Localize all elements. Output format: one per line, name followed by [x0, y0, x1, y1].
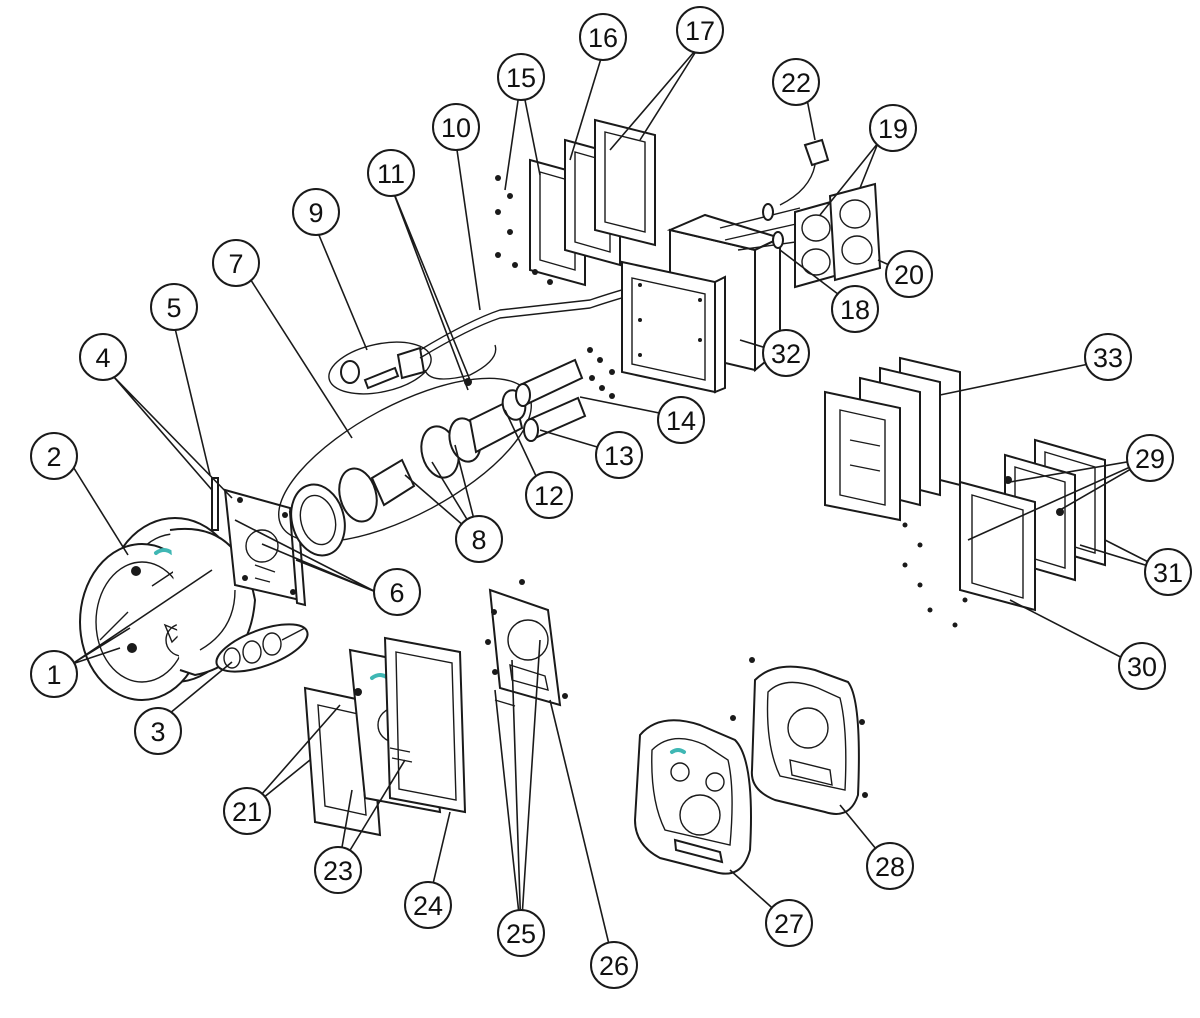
callout-23-label: 23 [323, 856, 353, 886]
callout-14: 14 [657, 396, 705, 444]
callout-10: 10 [432, 103, 480, 151]
callout-4: 4 [79, 333, 127, 381]
callout-1: 1 [30, 650, 78, 698]
callout-6: 6 [373, 568, 421, 616]
callout-3: 3 [134, 707, 182, 755]
callout-27-label: 27 [774, 909, 804, 939]
callout-31-label: 31 [1153, 558, 1183, 588]
callout-18: 18 [831, 285, 879, 333]
callout-5-label: 5 [166, 293, 181, 323]
callout-19: 19 [869, 104, 917, 152]
callout-11: 11 [367, 149, 415, 197]
callout-1-label: 1 [46, 660, 61, 690]
callout-17-label: 17 [685, 16, 715, 46]
callout-23: 23 [314, 846, 362, 894]
callout-30: 30 [1118, 642, 1166, 690]
callout-31: 31 [1144, 548, 1192, 596]
callout-15-label: 15 [506, 63, 536, 93]
callout-13: 13 [595, 431, 643, 479]
callout-25: 25 [497, 909, 545, 957]
callout-26-label: 26 [599, 951, 629, 981]
callout-18-label: 18 [840, 295, 870, 325]
callout-9: 9 [292, 188, 340, 236]
callout-16: 16 [579, 13, 627, 61]
callout-7: 7 [212, 239, 260, 287]
flexible-bellows-part-33 [824, 356, 961, 522]
callout-13-label: 13 [604, 441, 634, 471]
callout-3-label: 3 [150, 717, 165, 747]
callout-21-label: 21 [232, 797, 262, 827]
callout-16-label: 16 [588, 23, 618, 53]
callout-8: 8 [455, 515, 503, 563]
callout-21: 21 [223, 787, 271, 835]
callout-20: 20 [885, 250, 933, 298]
callout-29: 29 [1126, 434, 1174, 482]
callout-7-label: 7 [228, 249, 243, 279]
callout-12: 12 [525, 471, 573, 519]
callout-28-label: 28 [875, 852, 905, 882]
callout-25-label: 25 [506, 919, 536, 949]
callout-29-label: 29 [1135, 444, 1165, 474]
callout-6-label: 6 [389, 578, 404, 608]
cable-gland-part-3 [215, 623, 309, 673]
callout-10-label: 10 [441, 113, 471, 143]
callout-26: 26 [590, 941, 638, 989]
callout-22: 22 [772, 58, 820, 106]
callout-11-label: 11 [377, 159, 405, 189]
trim-frame-assembly [303, 636, 467, 837]
backplate-part-26 [485, 579, 568, 707]
callout-17: 17 [676, 6, 724, 54]
gasket-frames [495, 118, 656, 287]
callout-32: 32 [762, 329, 810, 377]
callout-32-label: 32 [771, 339, 801, 369]
callout-12-label: 12 [534, 481, 564, 511]
callout-22-label: 22 [781, 68, 811, 98]
callout-15: 15 [497, 53, 545, 101]
mounting-frame-part-28 [730, 657, 868, 815]
callout-4-label: 4 [95, 343, 110, 373]
callout-24-label: 24 [413, 891, 443, 921]
callout-30-label: 30 [1127, 652, 1157, 682]
callout-24: 24 [404, 881, 452, 929]
callout-14-label: 14 [666, 406, 696, 436]
conduit-pipes [515, 347, 615, 442]
callout-9-label: 9 [308, 198, 323, 228]
callout-5: 5 [150, 283, 198, 331]
callout-19-label: 19 [878, 114, 908, 144]
callout-27: 27 [765, 899, 813, 947]
callout-28: 28 [866, 842, 914, 890]
callout-33-label: 33 [1093, 343, 1123, 373]
callout-2: 2 [30, 432, 78, 480]
callout-2-label: 2 [46, 442, 61, 472]
rear-seal-rings [902, 438, 1106, 628]
group-7-light-core [278, 377, 532, 557]
callout-33: 33 [1084, 333, 1132, 381]
decorative-trim-part-27 [633, 719, 752, 875]
callout-20-label: 20 [894, 260, 924, 290]
callout-8-label: 8 [471, 525, 486, 555]
